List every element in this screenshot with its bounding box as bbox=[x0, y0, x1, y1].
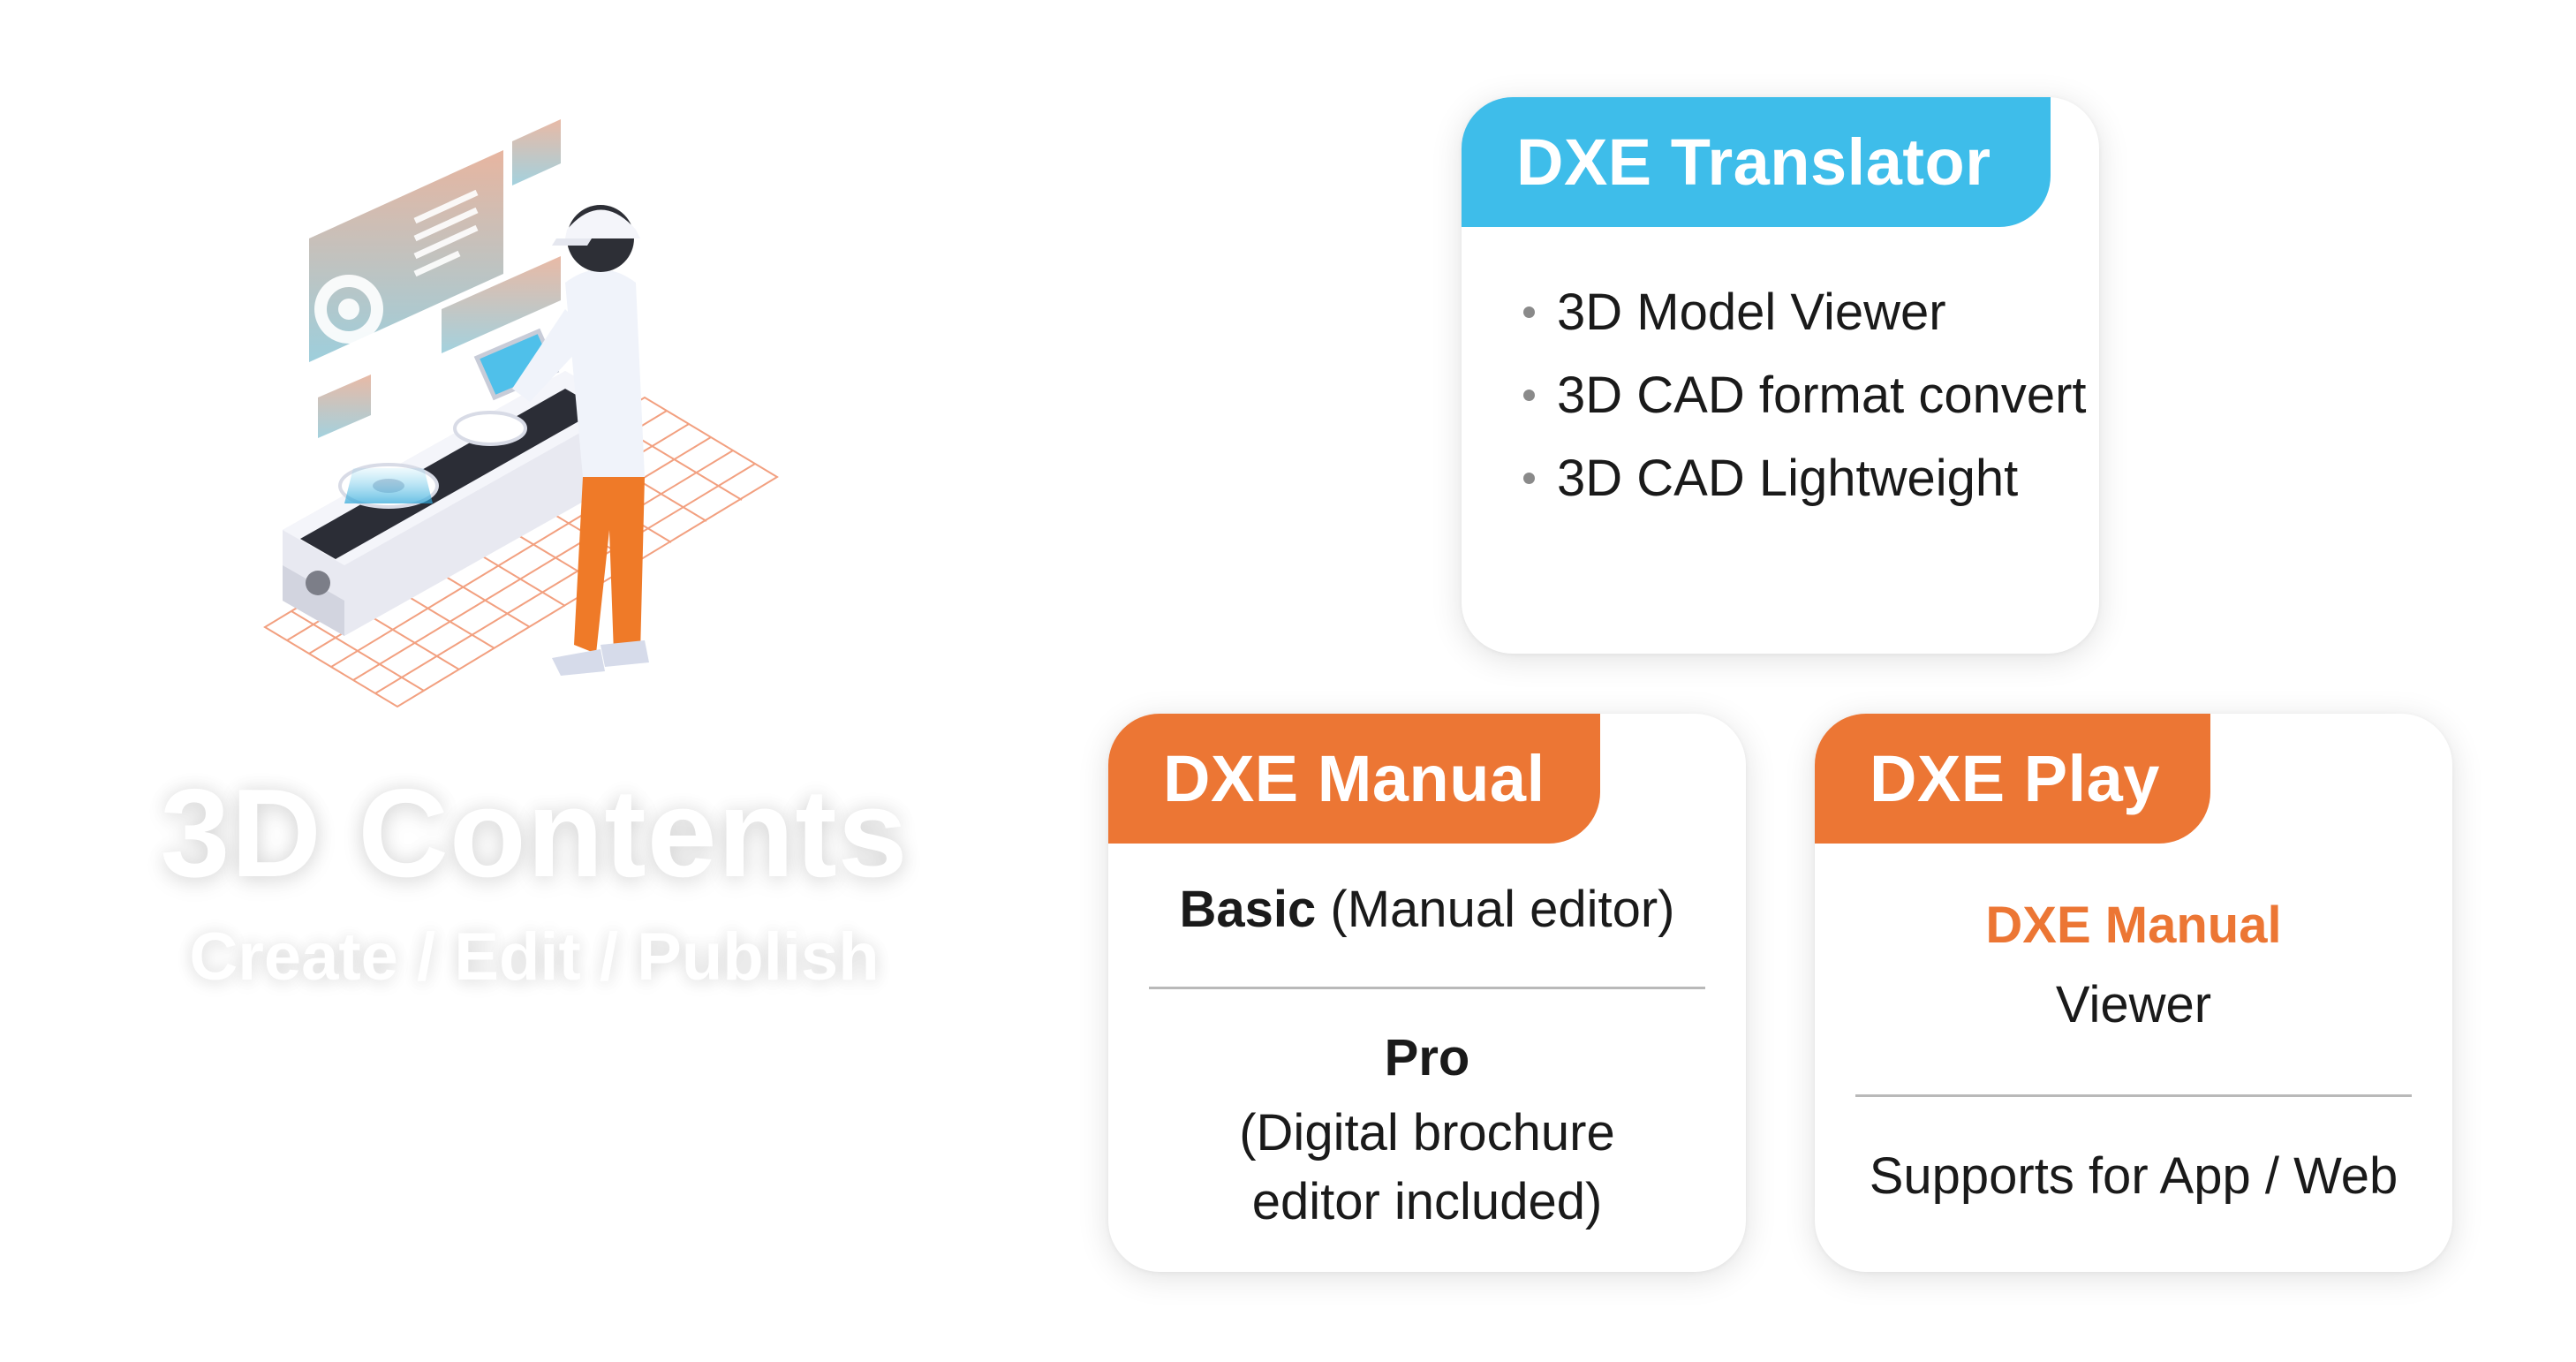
list-item: 3D CAD Lightweight bbox=[1523, 444, 2089, 513]
floating-panels bbox=[309, 119, 561, 438]
manual-pro-desc-line2: editor included) bbox=[1251, 1173, 1603, 1230]
card-tab-play: DXE Play bbox=[1815, 714, 2210, 844]
feature-text: 3D CAD Lightweight bbox=[1557, 450, 2019, 507]
manual-pro-desc: (Digital brochure editor included) bbox=[1108, 1099, 1746, 1237]
hero-subtitle: Create / Edit / Publish bbox=[189, 919, 880, 995]
manual-pro-desc-line1: (Digital brochure bbox=[1239, 1104, 1615, 1161]
worker bbox=[512, 205, 649, 676]
list-item: 3D CAD format convert bbox=[1523, 361, 2089, 430]
play-support-text: Supports for App / Web bbox=[1869, 1147, 2398, 1205]
bullet-icon bbox=[1523, 473, 1535, 484]
feature-text: 3D CAD format convert bbox=[1557, 367, 2087, 424]
card-dxe-manual: DXE Manual Basic (Manual editor) Pro (Di… bbox=[1108, 714, 1746, 1272]
feature-text: 3D Model Viewer bbox=[1557, 284, 1946, 341]
card-tab-manual: DXE Manual bbox=[1108, 714, 1600, 844]
play-divider bbox=[1855, 1094, 2412, 1097]
factory-worker-illustration bbox=[263, 119, 779, 708]
bullet-icon bbox=[1523, 306, 1535, 318]
manual-basic-line: Basic (Manual editor) bbox=[1108, 880, 1746, 939]
play-product-name: DXE Manual bbox=[1985, 897, 2282, 954]
manual-basic-label: Basic bbox=[1179, 881, 1317, 938]
play-product-role: Viewer bbox=[2055, 976, 2212, 1033]
manual-divider bbox=[1149, 987, 1705, 989]
list-item: 3D Model Viewer bbox=[1523, 278, 2089, 347]
manual-basic-desc: (Manual editor) bbox=[1330, 881, 1675, 938]
manual-pro-label: Pro bbox=[1384, 1029, 1470, 1086]
hero-title: 3D Contents bbox=[160, 763, 909, 904]
card-tab-translator: DXE Translator bbox=[1462, 97, 2051, 227]
card-dxe-translator: DXE Translator 3D Model Viewer 3D CAD fo… bbox=[1462, 97, 2099, 654]
translator-feature-list: 3D Model Viewer 3D CAD format convert 3D… bbox=[1523, 278, 2089, 527]
bullet-icon bbox=[1523, 390, 1535, 401]
card-dxe-play: DXE Play DXE Manual Viewer Supports for … bbox=[1815, 714, 2452, 1272]
